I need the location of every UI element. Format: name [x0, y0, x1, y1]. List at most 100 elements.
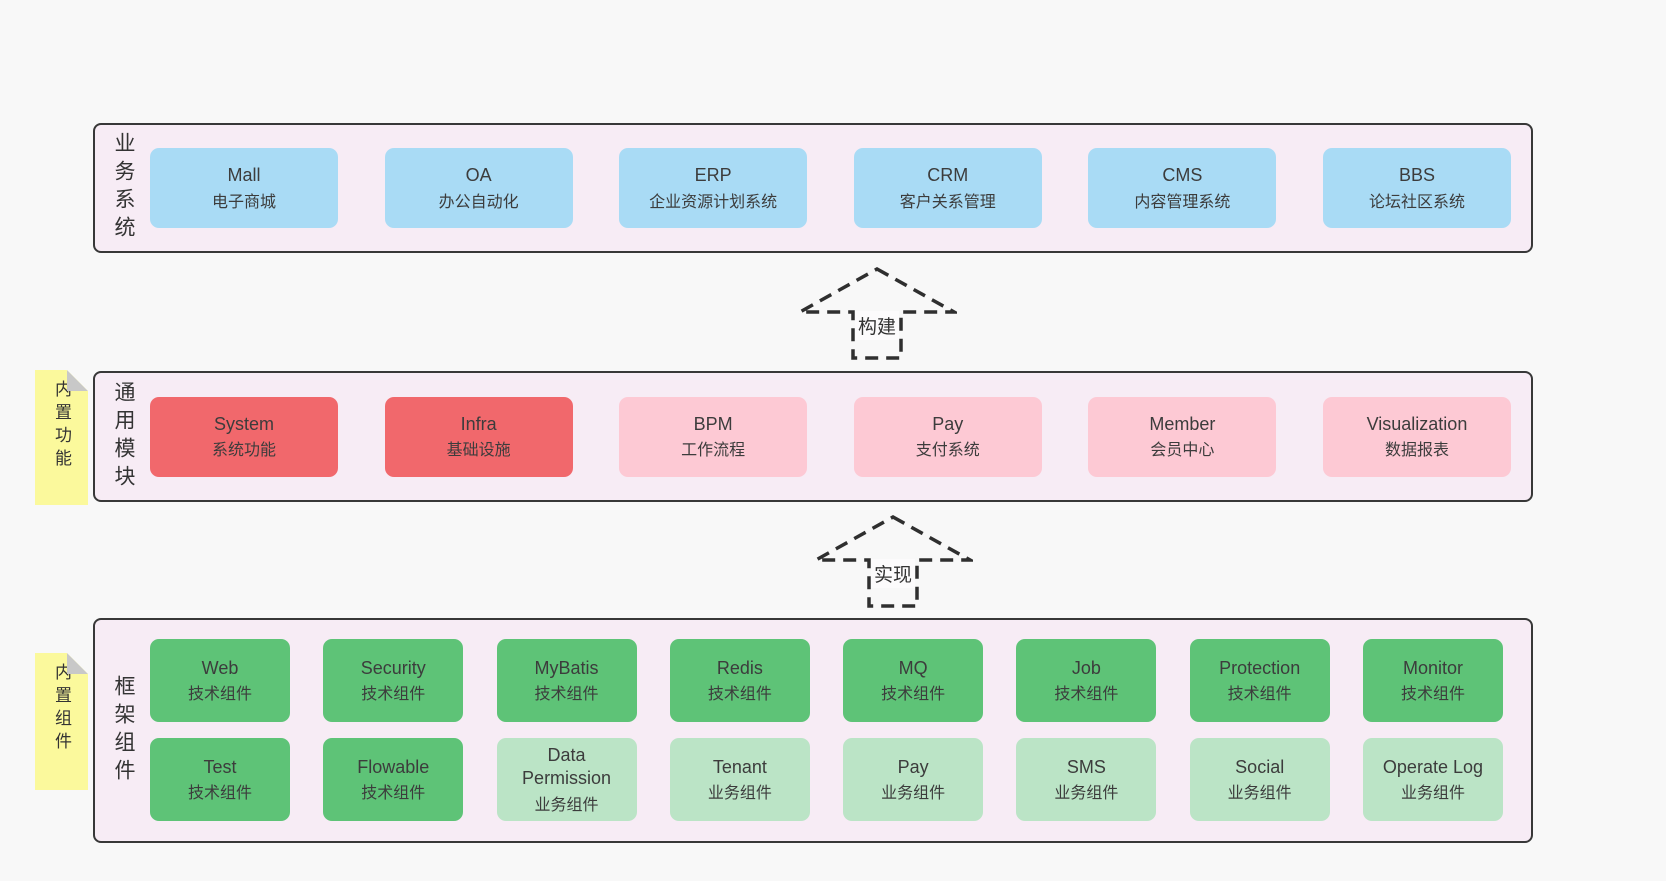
box-subtitle: 业务组件 [881, 785, 946, 803]
box-tenant: Tenant 业务组件 [669, 738, 810, 821]
box-mall: Mall 电子商城 [150, 148, 338, 228]
up-arrow-icon [797, 266, 957, 360]
framework-row-2: Test 技术组件 Flowable 技术组件 Data Permission … [150, 738, 1503, 821]
box-title: Social [1235, 756, 1285, 777]
folded-corner-icon [67, 370, 88, 391]
box-erp: ERP 企业资源计划系统 [619, 148, 808, 228]
box-crm: CRM 客户关系管理 [853, 148, 1042, 228]
box-protection: Protection 技术组件 [1189, 639, 1330, 722]
folded-corner-icon [67, 653, 88, 674]
modules-box-row: System 系统功能 Infra 基础设施 BPM 工作流程 Pay 支付系统… [150, 373, 1511, 500]
box-title: CMS [1162, 165, 1203, 186]
panel-business-label: 业务系统 [112, 132, 135, 244]
box-social: Social 业务组件 [1189, 738, 1330, 821]
box-subtitle: 技术组件 [1054, 686, 1119, 704]
box-subtitle: 业务组件 [707, 785, 772, 803]
box-title: Monitor [1402, 657, 1463, 678]
sticky-note-builtin-components: 内置组件 [35, 653, 88, 790]
box-title: Protection [1219, 657, 1301, 678]
box-pay: Pay 支付系统 [853, 396, 1042, 477]
framework-box-rows: Web 技术组件 Security 技术组件 MyBatis 技术组件 Redi… [150, 639, 1503, 821]
box-subtitle: 办公自动化 [438, 193, 519, 211]
box-oa: OA 办公自动化 [384, 148, 573, 228]
box-title: MQ [898, 657, 928, 678]
box-pay-business: Pay 业务组件 [843, 738, 984, 821]
box-subtitle: 技术组件 [361, 686, 426, 704]
box-bpm: BPM 工作流程 [619, 396, 808, 477]
box-subtitle: 数据报表 [1384, 442, 1449, 460]
box-title: Test [203, 756, 237, 777]
box-subtitle: 技术组件 [881, 686, 946, 704]
box-subtitle: 技术组件 [1227, 686, 1292, 704]
sticky-note-text: 内置组件 [52, 663, 71, 755]
box-system: System 系统功能 [150, 396, 338, 477]
box-title: SMS [1066, 756, 1106, 777]
business-box-row: Mall 电子商城 OA 办公自动化 ERP 企业资源计划系统 CRM 客户关系… [150, 125, 1511, 251]
box-title: Data Permission [522, 745, 612, 789]
panel-business-systems: 业务系统 Mall 电子商城 OA 办公自动化 ERP 企业资源计划系统 CRM… [93, 123, 1533, 253]
box-subtitle: 技术组件 [187, 686, 252, 704]
panel-framework-components: 框架组件 Web 技术组件 Security 技术组件 MyBatis 技术组件… [93, 618, 1533, 843]
box-title: MyBatis [534, 657, 599, 678]
box-title: Operate Log [1382, 756, 1483, 777]
box-web: Web 技术组件 [150, 639, 290, 722]
box-subtitle: 技术组件 [187, 785, 252, 803]
box-title: Security [360, 657, 426, 678]
box-title: ERP [694, 165, 732, 186]
box-subtitle: 技术组件 [361, 785, 426, 803]
box-flowable: Flowable 技术组件 [323, 738, 464, 821]
box-operate-log: Operate Log 业务组件 [1362, 738, 1503, 821]
box-subtitle: 支付系统 [915, 442, 980, 460]
box-subtitle: 会员中心 [1150, 442, 1215, 460]
box-title: Web [201, 657, 239, 678]
arrow-build-label: 构建 [854, 311, 900, 340]
box-subtitle: 技术组件 [1400, 686, 1465, 704]
box-visualization: Visualization 数据报表 [1322, 396, 1511, 477]
box-title: CRM [927, 165, 969, 186]
box-subtitle: 内容管理系统 [1134, 193, 1231, 211]
up-arrow-icon [813, 514, 973, 608]
box-title: Flowable [357, 756, 430, 777]
box-subtitle: 系统功能 [211, 442, 276, 460]
box-member: Member 会员中心 [1088, 396, 1277, 477]
box-title: Visualization [1366, 413, 1468, 434]
framework-row-1: Web 技术组件 Security 技术组件 MyBatis 技术组件 Redi… [150, 639, 1503, 722]
box-mq: MQ 技术组件 [843, 639, 984, 722]
box-subtitle: 技术组件 [534, 686, 599, 704]
box-subtitle: 业务组件 [534, 796, 599, 814]
box-monitor: Monitor 技术组件 [1362, 639, 1503, 722]
box-title: Redis [716, 657, 763, 678]
box-data-permission: Data Permission 业务组件 [496, 738, 637, 821]
box-job: Job 技术组件 [1016, 639, 1157, 722]
box-subtitle: 业务组件 [1054, 785, 1119, 803]
box-test: Test 技术组件 [150, 738, 290, 821]
box-title: Job [1071, 657, 1101, 678]
sticky-note-text: 内置功能 [52, 380, 71, 472]
box-title: System [213, 413, 274, 434]
box-title: Infra [460, 413, 497, 434]
box-subtitle: 业务组件 [1400, 785, 1465, 803]
box-subtitle: 企业资源计划系统 [649, 193, 778, 211]
arrow-implement: 实现 [813, 514, 973, 609]
box-sms: SMS 业务组件 [1016, 738, 1157, 821]
box-subtitle: 业务组件 [1227, 785, 1292, 803]
box-cms: CMS 内容管理系统 [1088, 148, 1277, 228]
box-mybatis: MyBatis 技术组件 [496, 639, 637, 722]
box-infra: Infra 基础设施 [384, 396, 573, 477]
box-subtitle: 电子商城 [211, 193, 276, 211]
box-title: BPM [693, 413, 733, 434]
panel-common-modules: 通用模块 System 系统功能 Infra 基础设施 BPM 工作流程 Pay… [93, 371, 1533, 502]
box-subtitle: 客户关系管理 [899, 193, 996, 211]
box-title: Member [1149, 413, 1216, 434]
box-title: Pay [897, 756, 929, 777]
box-subtitle: 论坛社区系统 [1368, 193, 1465, 211]
panel-modules-label: 通用模块 [112, 380, 135, 493]
box-subtitle: 技术组件 [707, 686, 772, 704]
box-title: Mall [227, 165, 261, 186]
arrow-implement-label: 实现 [870, 559, 916, 588]
box-title: Pay [932, 413, 964, 434]
box-security: Security 技术组件 [323, 639, 464, 722]
arrow-build: 构建 [797, 266, 957, 361]
box-subtitle: 工作流程 [681, 442, 746, 460]
